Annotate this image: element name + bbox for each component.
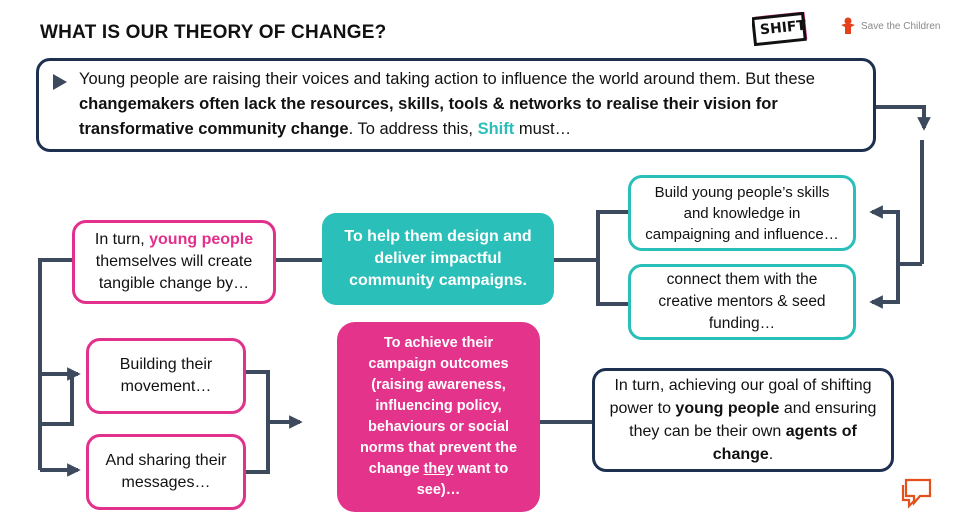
- build-skills-box: Build young people’s skills and knowledg…: [628, 175, 856, 251]
- building-sharing-bracket: [246, 370, 270, 474]
- building-movement-box: Building their movement…: [86, 338, 246, 414]
- help-design-box: To help them design and deliver impactfu…: [322, 213, 554, 305]
- goal-statement-box: In turn, achieving our goal of shifting …: [592, 368, 894, 472]
- build-skills-text: Build young people’s skills and knowledg…: [645, 183, 839, 243]
- left-rail-line: [38, 258, 74, 426]
- goal-statement-text: In turn, achieving our goal of shifting …: [609, 377, 877, 463]
- intro-statement-box: Young people are raising their voices an…: [36, 58, 876, 152]
- rail-to-build-line: [869, 205, 900, 264]
- shift-logo: SHIFT: [751, 11, 810, 47]
- sharing-messages-text: And sharing their messages…: [105, 452, 227, 491]
- build-connect-bracket: [596, 210, 628, 306]
- page-title: WHAT IS OUR THEORY OF CHANGE?: [40, 22, 387, 43]
- in-turn-young-people-text: In turn, young people themselves will cr…: [94, 231, 254, 292]
- help-design-text: To help them design and deliver impactfu…: [344, 228, 532, 289]
- building-movement-text: Building their movement…: [119, 356, 213, 395]
- save-the-children-text: Save the Children: [861, 20, 941, 32]
- speech-bubble-icon[interactable]: [900, 476, 934, 510]
- child-logo-icon: [841, 17, 855, 34]
- rail-to-connect-line: [869, 264, 900, 309]
- play-triangle-icon: [53, 74, 67, 90]
- in-turn-young-people-box: In turn, young people themselves will cr…: [72, 220, 276, 304]
- connect-mentors-text: connect them with the creative mentors &…: [658, 271, 826, 332]
- achieve-outcomes-text: To achieve their campaign outcomes (rais…: [359, 335, 518, 498]
- intro-to-right-rail-line: [876, 105, 931, 131]
- sharing-messages-box: And sharing their messages…: [86, 434, 246, 510]
- save-the-children-logo: Save the Children: [838, 14, 950, 38]
- achieve-outcomes-box: To achieve their campaign outcomes (rais…: [337, 322, 540, 512]
- connect-mentors-box: connect them with the creative mentors &…: [628, 264, 856, 340]
- intro-text: Young people are raising their voices an…: [79, 70, 815, 138]
